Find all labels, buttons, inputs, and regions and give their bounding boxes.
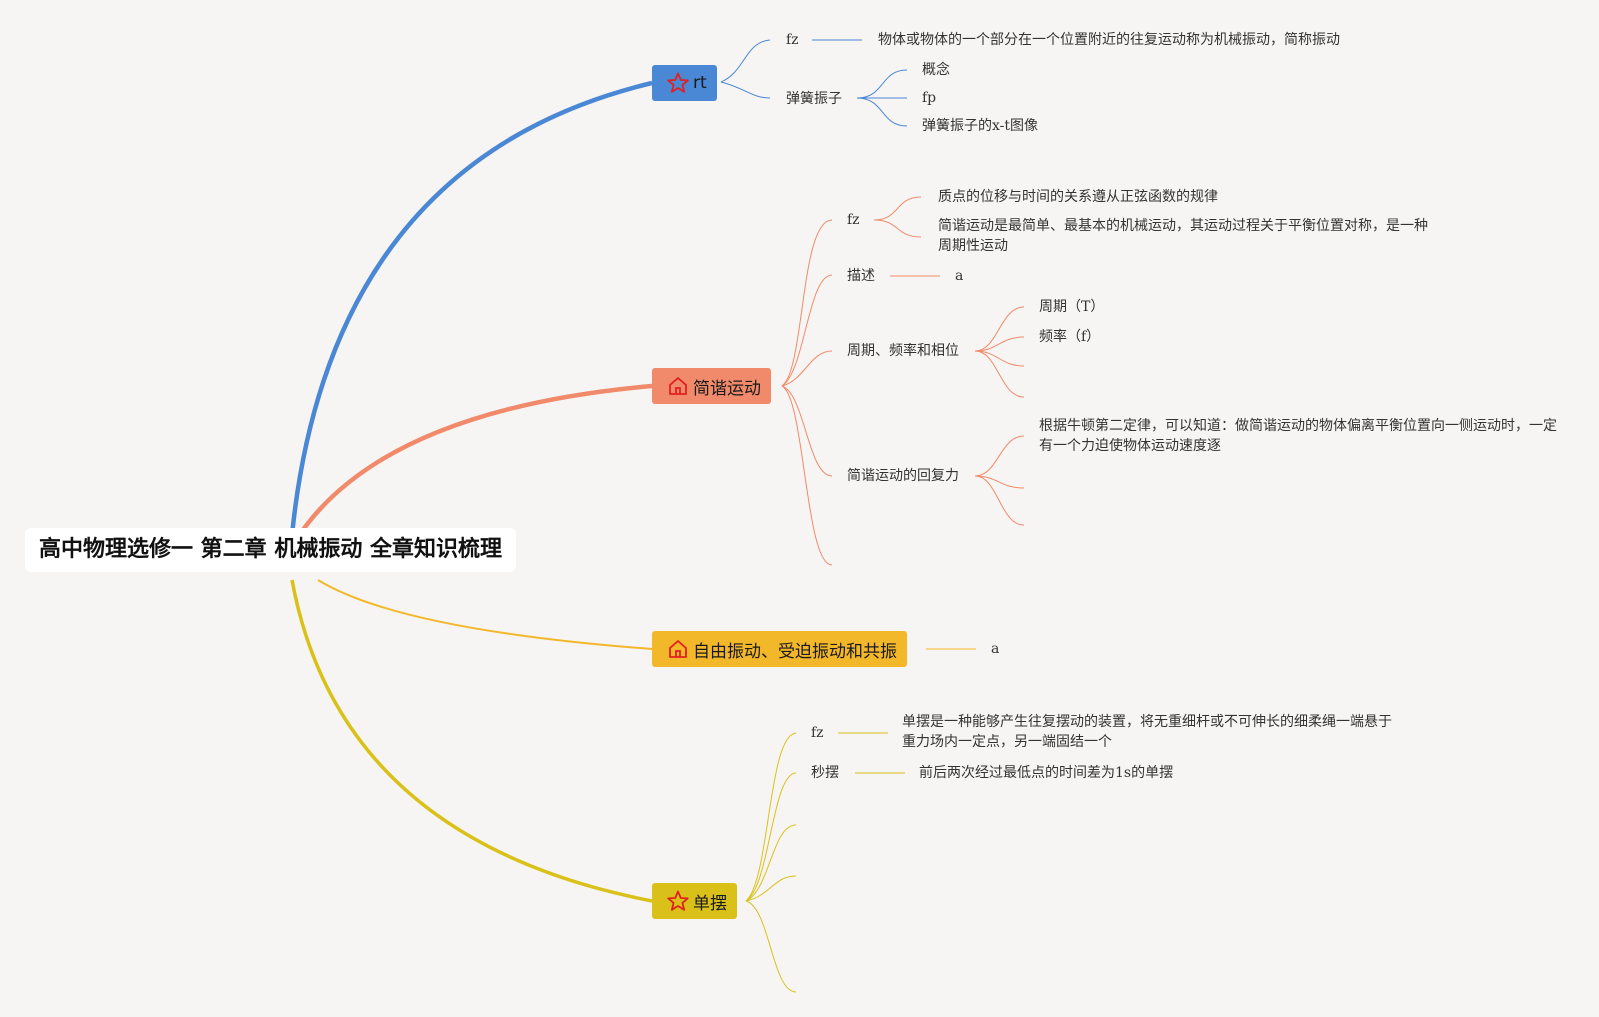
rt-spring-label[interactable]: 弹簧振子	[786, 91, 842, 107]
branch-pendulum[interactable]: 单摆	[652, 883, 737, 919]
rt-fz-label[interactable]: fz	[786, 32, 799, 48]
branch-shm[interactable]: 简谐运动	[652, 368, 771, 404]
shm-restoring-label[interactable]: 简谐运动的回复力	[847, 468, 959, 484]
branch-line-pendulum	[290, 579, 653, 903]
pendulum-second-text[interactable]: 前后两次经过最低点的时间差为1s的单摆	[919, 765, 1174, 781]
rt-fz-text[interactable]: 物体或物体的一个部分在一个位置附近的往复运动称为机械振动，简称振动	[878, 32, 1340, 48]
pendulum-fz-text[interactable]: 单摆是一种能够产生往复摆动的装置，将无重细杆或不可伸长的细柔绳一端悬于重力场内一…	[902, 714, 1392, 750]
branch-free-forced-resonance[interactable]: 自由振动、受迫振动和共振	[652, 631, 907, 667]
star-icon	[667, 72, 689, 93]
shm-period-child-1[interactable]: 周期（T）	[1039, 299, 1105, 315]
shm-period-label[interactable]: 周期、频率和相位	[847, 343, 959, 359]
rt-spring-child-1[interactable]: 概念	[922, 62, 950, 78]
branch-rt[interactable]: rt	[652, 65, 717, 101]
branch-shm-label: 简谐运动	[693, 378, 761, 399]
branch-pendulum-label: 单摆	[693, 893, 727, 914]
rt-spring-child-3[interactable]: 弹簧振子的x-t图像	[922, 118, 1039, 134]
shm-fz-child-2[interactable]: 简谐运动是最简单、最基本的机械运动，其运动过程关于平衡位置对称，是一种周期性运动	[938, 218, 1428, 254]
star-icon	[667, 890, 689, 911]
branch-rt-label: rt	[693, 73, 707, 93]
branch-line-free	[317, 579, 653, 650]
branch-free-label: 自由振动、受迫振动和共振	[693, 641, 897, 662]
shm-fz-child-1[interactable]: 质点的位移与时间的关系遵从正弦函数的规律	[938, 189, 1218, 205]
root-topic[interactable]: 高中物理选修一 第二章 机械振动 全章知识梳理	[25, 528, 516, 572]
shm-describe-value[interactable]: a	[955, 268, 964, 284]
shm-fz-label[interactable]: fz	[847, 212, 860, 228]
branch-line-rt	[289, 80, 653, 536]
house-icon	[669, 640, 687, 658]
shm-period-child-2[interactable]: 频率（f）	[1039, 329, 1101, 345]
shm-describe-label[interactable]: 描述	[847, 268, 875, 284]
pendulum-fz-label[interactable]: fz	[811, 725, 824, 741]
pendulum-second-label[interactable]: 秒摆	[811, 765, 839, 781]
rt-spring-child-2[interactable]: fp	[922, 90, 937, 106]
free-value[interactable]: a	[991, 641, 1000, 657]
branch-line-shm	[294, 383, 653, 542]
house-icon	[669, 377, 687, 395]
shm-restoring-text[interactable]: 根据牛顿第二定律，可以知道：做简谐运动的物体偏离平衡位置向一侧运动时，一定有一个…	[1039, 418, 1557, 454]
